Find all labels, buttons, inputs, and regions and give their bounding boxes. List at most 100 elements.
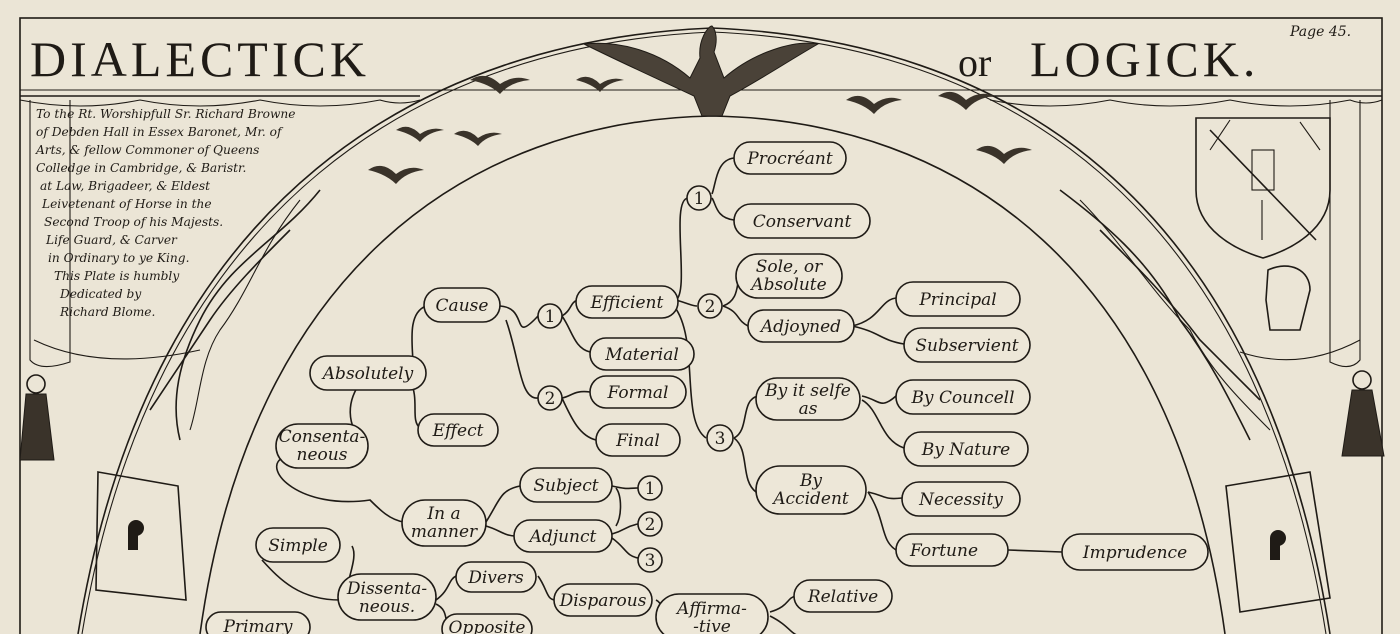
numeral-label: 2 <box>705 297 716 317</box>
title-left: DIALECTICK <box>30 31 370 87</box>
curtain-swag-right <box>1239 339 1361 361</box>
node-final: Final <box>595 423 681 457</box>
node-label: manner <box>411 522 478 542</box>
node-label: Final <box>615 431 660 451</box>
numeral-circle: 1 <box>637 475 663 501</box>
node-label: Disparous <box>559 591 647 611</box>
node-label: Dissenta- <box>346 579 427 599</box>
node-label: Procréant <box>746 149 833 169</box>
curtain-right <box>1329 100 1361 368</box>
tassel-right-icon <box>1341 370 1385 457</box>
node-label: Accident <box>771 489 849 509</box>
node-label: Material <box>604 345 679 365</box>
dedication-block: To the Rt. Worshipfull Sr. Richard Brown… <box>35 107 295 319</box>
node-adjoyned: Adjoyned <box>747 309 855 343</box>
bird-icon <box>846 95 902 114</box>
node-label: Sole, or <box>756 257 823 277</box>
serpent-staff-left-icon <box>149 189 321 441</box>
node-label: Conservant <box>753 212 852 232</box>
numeral-circle: 1 <box>686 185 712 211</box>
node-simple: Simple <box>255 527 341 563</box>
node-label: -tive <box>693 617 731 634</box>
bird-icon <box>454 130 502 146</box>
node-disparous: Disparous <box>553 583 653 617</box>
node-label: Principal <box>918 290 996 310</box>
eagle-icon <box>582 25 820 117</box>
node-label: Divers <box>467 568 524 588</box>
node-efficient: Efficient <box>575 285 679 319</box>
bird-icon <box>470 75 530 94</box>
node-imprudence: Imprudence <box>1061 533 1209 571</box>
node-dissentaneous: Dissenta- neous. <box>337 573 437 621</box>
node-affirmative: Affirma- -tive <box>655 593 769 634</box>
node-subservient: Subservient <box>903 327 1031 363</box>
diagram-connectors <box>261 157 1063 634</box>
node-relative: Relative <box>793 579 893 613</box>
dedication-line: in Ordinary to ye King. <box>48 251 189 265</box>
node-primary: Primary <box>205 611 311 634</box>
numeral-circle: 1 <box>537 303 563 329</box>
dedication-line: Colledge in Cambridge, & Baristr. <box>36 161 246 175</box>
node-by-accident: By Accident <box>755 465 867 515</box>
node-opposite: Opposite <box>441 613 533 634</box>
node-label: Efficient <box>590 293 664 313</box>
numeral-label: 3 <box>715 429 726 449</box>
node-label: Relative <box>807 587 878 607</box>
node-necessity: Necessity <box>901 481 1021 517</box>
numeral-label: 1 <box>545 307 556 327</box>
node-label: Fortune <box>909 541 978 561</box>
node-label: Adjunct <box>528 527 597 547</box>
node-label: neous. <box>359 597 415 617</box>
title-or: or <box>958 40 991 85</box>
node-label: By it selfe <box>764 381 851 401</box>
node-label: Simple <box>268 536 328 556</box>
node-label: Consenta- <box>279 427 366 447</box>
node-cause: Cause <box>423 287 501 323</box>
dedication-line: of Debden Hall in Essex Baronet, Mr. of <box>36 125 284 139</box>
dedication-line: Life Guard, & Carver <box>45 233 178 247</box>
node-label: By <box>799 471 822 491</box>
dedication-line: Richard Blome. <box>59 305 155 319</box>
node-divers: Divers <box>455 561 537 593</box>
node-subject: Subject <box>519 467 613 503</box>
node-material: Material <box>589 337 695 371</box>
numeral-circle: 3 <box>637 547 663 573</box>
dedication-line: Leivetenant of Horse in the <box>41 197 212 211</box>
node-label: Effect <box>432 421 484 441</box>
numeral-label: 1 <box>694 189 705 209</box>
tassel-left-icon <box>19 374 55 461</box>
node-procreant: Procréant <box>733 141 847 175</box>
bird-icon <box>938 91 994 110</box>
dedication-line: Arts, & fellow Commoner of Queens <box>35 143 259 157</box>
node-fortune: Fortune <box>895 533 1009 567</box>
node-label: Absolute <box>749 275 826 295</box>
node-label: By Councell <box>910 388 1014 408</box>
node-adjunct: Adjunct <box>513 519 613 553</box>
node-label: Subject <box>533 476 598 496</box>
node-label: Primary <box>223 617 293 634</box>
numeral-circle: 3 <box>706 424 734 452</box>
node-label: Adjoyned <box>759 317 841 337</box>
keyhole-plate-left-icon <box>95 471 187 601</box>
node-by-councell: By Councell <box>895 379 1031 415</box>
bird-icon <box>576 76 624 92</box>
numeral-label: 2 <box>545 389 556 409</box>
node-principal: Principal <box>895 281 1021 317</box>
node-label: Opposite <box>449 618 526 634</box>
node-absolutely: Absolutely <box>309 355 427 391</box>
node-effect: Effect <box>417 413 499 447</box>
bird-icon <box>396 126 444 142</box>
node-label: By Nature <box>921 440 1010 460</box>
node-label: neous <box>297 445 348 465</box>
numeral-circle: 2 <box>637 511 663 537</box>
dedication-line: Second Troop of his Majests. <box>44 215 223 229</box>
node-by-nature: By Nature <box>903 431 1029 467</box>
node-in-a-manner: In a manner <box>401 499 487 547</box>
keyhole-plate-right-icon <box>1225 471 1331 613</box>
node-label: Necessity <box>918 490 1003 510</box>
node-label: Imprudence <box>1082 543 1187 563</box>
node-label: as <box>799 399 818 419</box>
page-label: Page 45. <box>1289 24 1351 40</box>
bird-icon <box>368 165 424 184</box>
node-consentaneous: Consenta- neous <box>275 423 369 469</box>
